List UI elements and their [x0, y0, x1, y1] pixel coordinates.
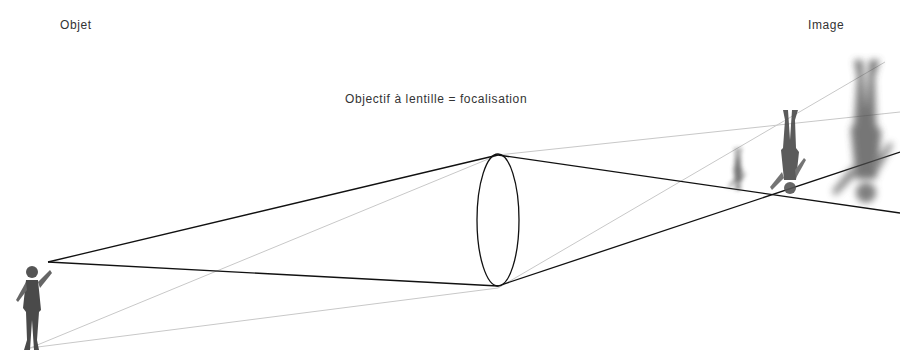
grey-rays: [30, 62, 900, 348]
lens: [477, 154, 519, 286]
image-label: Image: [806, 18, 846, 32]
blurred-image-near: [728, 148, 746, 190]
object-label: Objet: [58, 18, 94, 32]
lens-caption: Objectif à lentille = focalisation: [343, 92, 529, 106]
sharp-image: [770, 110, 806, 194]
black-rays: [48, 152, 900, 286]
blurred-image-far: [832, 60, 893, 203]
object-figure: [16, 266, 52, 350]
